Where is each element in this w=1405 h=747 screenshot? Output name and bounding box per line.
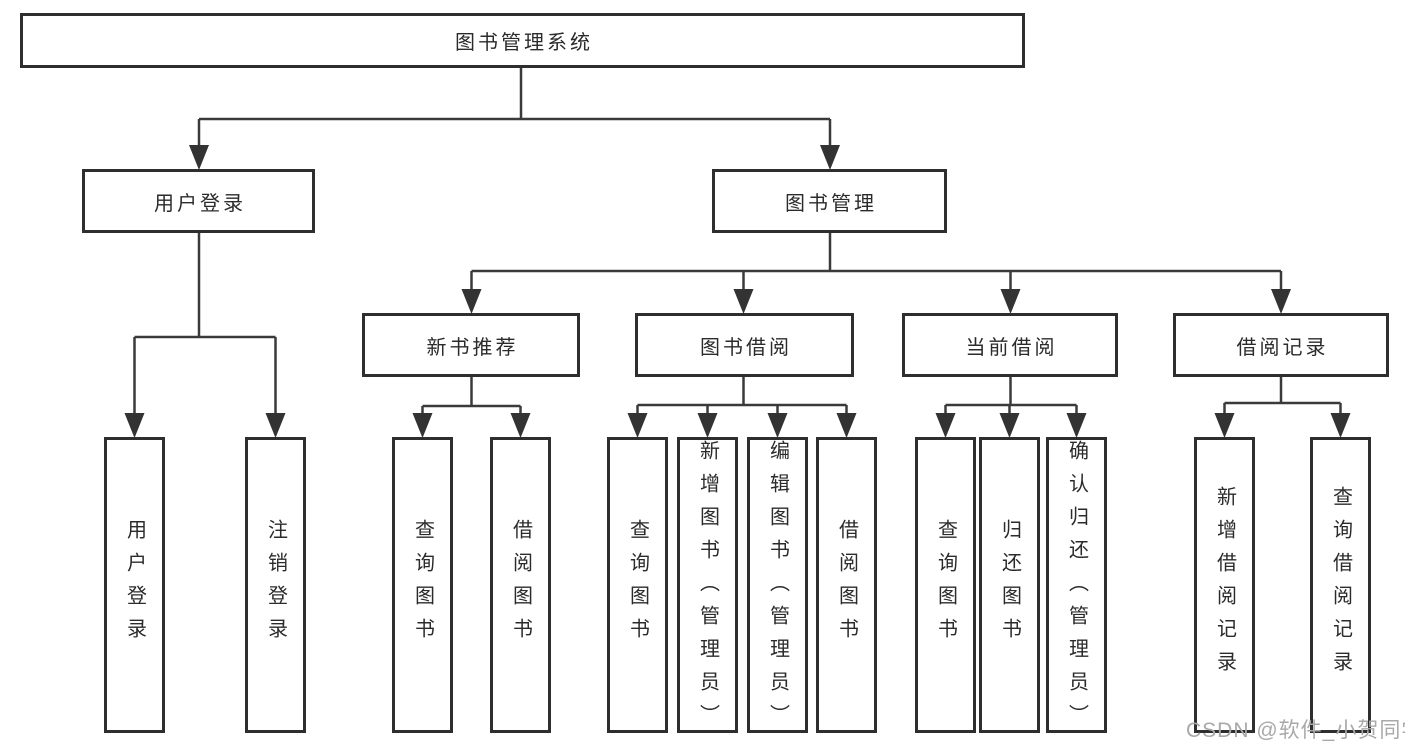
node-borrowing-records: 借阅记录	[1173, 313, 1389, 377]
node-library-management-system: 图书管理系统	[20, 13, 1025, 68]
node-confirm-return-admin: 确认归还（管理员）	[1046, 437, 1107, 737]
node-borrow-books: 借阅图书	[816, 437, 877, 733]
node-query-borrow-record: 查询借阅记录	[1310, 437, 1371, 733]
node-edit-book-admin: 编辑图书（管理员）	[747, 437, 808, 737]
node-user-login-action: 用户登录	[104, 437, 165, 733]
node-add-book-admin: 新增图书（管理员）	[677, 437, 738, 737]
node-new-book-recommendation: 新书推荐	[362, 313, 580, 377]
node-query-books-borrow: 查询图书	[607, 437, 668, 733]
node-current-borrowing: 当前借阅	[902, 313, 1118, 377]
node-user-login: 用户登录	[82, 169, 315, 233]
node-logout-action: 注销登录	[245, 437, 306, 733]
node-book-borrowing: 图书借阅	[635, 313, 854, 377]
node-query-books-current: 查询图书	[915, 437, 976, 733]
node-book-management: 图书管理	[712, 169, 947, 233]
node-borrow-books-recommend: 借阅图书	[490, 437, 551, 733]
node-add-borrow-record: 新增借阅记录	[1194, 437, 1255, 733]
node-return-books: 归还图书	[979, 437, 1040, 733]
watermark-text: CSDN @软件_小贺同学	[1186, 719, 1405, 742]
node-query-books-recommend: 查询图书	[392, 437, 453, 733]
